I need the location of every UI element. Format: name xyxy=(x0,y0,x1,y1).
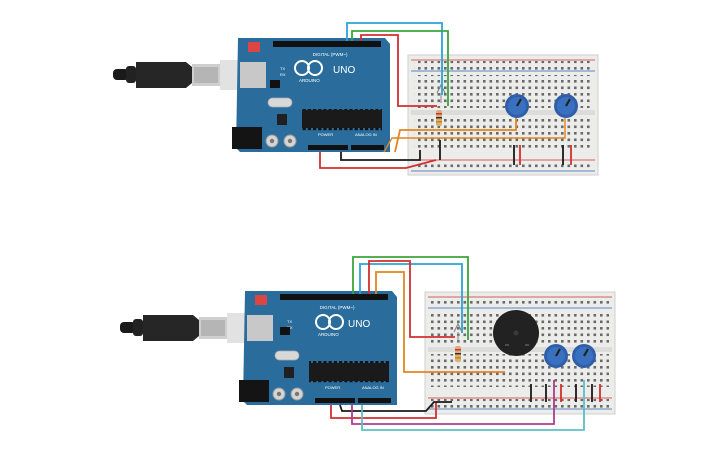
resistor[interactable] xyxy=(436,110,442,126)
digital-header-label: DIGITAL (PWM~) xyxy=(320,305,355,310)
wire-red[interactable] xyxy=(360,34,437,107)
power-header-label: POWER xyxy=(318,132,333,137)
wire-green[interactable] xyxy=(351,30,449,106)
tx-label: TX xyxy=(280,66,285,71)
arduino-board[interactable]: DIGITAL (PWM~) UNO ARDUINO TX RX xyxy=(232,38,390,152)
potentiometer-2[interactable] xyxy=(554,94,578,118)
resistor[interactable] xyxy=(455,346,461,362)
wire-orange[interactable] xyxy=(375,271,505,373)
wire-black[interactable] xyxy=(340,150,421,161)
microcontroller-chip xyxy=(302,110,382,128)
board-model: UNO xyxy=(348,319,370,330)
analog-header-label: ANALOG IN xyxy=(362,385,384,390)
wire-blue[interactable] xyxy=(359,263,463,333)
piezo-buzzer[interactable] xyxy=(493,310,539,356)
potentiometer-2[interactable] xyxy=(572,344,596,368)
usb-cable[interactable] xyxy=(120,313,263,343)
potentiometer-1[interactable] xyxy=(544,344,568,368)
reset-button[interactable] xyxy=(255,295,267,305)
wire-green[interactable] xyxy=(352,256,469,340)
analog-header-label: ANALOG IN xyxy=(355,132,377,137)
power-header-label: POWER xyxy=(325,385,340,390)
usb-cable[interactable] xyxy=(113,60,256,90)
led[interactable] xyxy=(436,83,446,103)
led[interactable] xyxy=(453,322,463,342)
wire-red-bottom[interactable] xyxy=(319,152,437,169)
circuit-bottom: DIGITAL (PWM~) UNO ARDUINO TX RX POWER A… xyxy=(120,256,616,431)
wire-red-bottom[interactable] xyxy=(330,402,437,419)
board-model: UNO xyxy=(333,65,355,76)
board-brand: ARDUINO xyxy=(299,78,320,83)
wires xyxy=(330,256,601,431)
arduino-board[interactable]: DIGITAL (PWM~) UNO ARDUINO TX RX POWER A… xyxy=(239,291,397,405)
wires xyxy=(319,22,572,169)
digital-header-label: DIGITAL (PWM~) xyxy=(313,52,348,57)
wire-black[interactable] xyxy=(339,401,452,412)
potentiometer-1[interactable] xyxy=(505,94,529,118)
circuit-top: DIGITAL (PWM~) UNO ARDUINO TX RX xyxy=(113,22,599,176)
arduino-logo xyxy=(315,314,344,330)
tx-label: TX xyxy=(287,319,292,324)
board-brand: ARDUINO xyxy=(318,332,339,337)
rx-label: RX xyxy=(280,72,286,77)
power-jack xyxy=(239,380,269,402)
wire-red-top[interactable] xyxy=(368,260,455,338)
wire-teal[interactable] xyxy=(361,380,585,431)
power-jack xyxy=(232,127,262,149)
wire-orange-2[interactable] xyxy=(383,118,566,153)
wire-purple[interactable] xyxy=(351,380,555,425)
wire-orange[interactable] xyxy=(394,118,517,153)
reset-button[interactable] xyxy=(248,42,260,52)
wire-blue[interactable] xyxy=(346,22,443,95)
arduino-logo xyxy=(294,60,323,76)
microcontroller-chip xyxy=(309,363,389,381)
